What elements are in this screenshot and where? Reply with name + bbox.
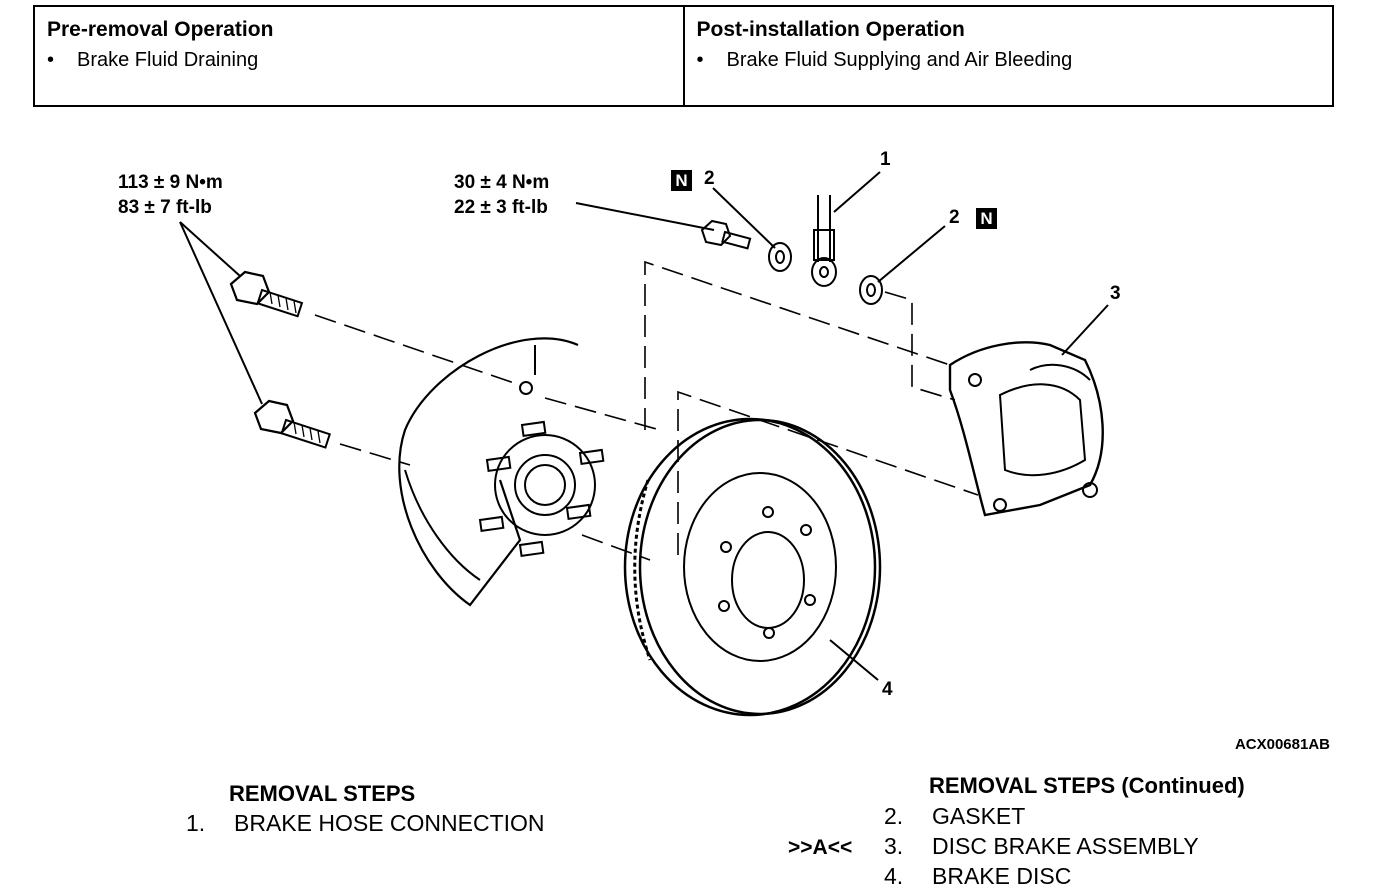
step-number: 3.: [884, 833, 904, 859]
callout-4: 4: [882, 679, 893, 700]
step-label: BRAKE HOSE CONNECTION: [234, 810, 545, 836]
torque-imperial: 22 ± 3 ft-lb: [454, 197, 548, 218]
service-point-mark: >>A<<: [788, 836, 853, 859]
new-part-badge: N: [976, 208, 997, 229]
post-installation-item: • Brake Fluid Supplying and Air Bleeding: [697, 47, 1321, 73]
operations-table: Pre-removal Operation • Brake Fluid Drai…: [33, 5, 1334, 107]
callout-3: 3: [1110, 283, 1121, 304]
torque-imperial: 83 ± 7 ft-lb: [118, 197, 212, 218]
torque-spec-hub-bolts: 113 ± 9 N•m 83 ± 7 ft-lb: [118, 170, 223, 220]
brake-disc: [623, 417, 882, 717]
post-installation-column: Post-installation Operation • Brake Flui…: [682, 7, 1333, 105]
leader-line: [575, 202, 715, 231]
callout-2: 2: [704, 168, 715, 189]
brake-hose: [811, 195, 837, 287]
gasket-right: [859, 275, 883, 305]
pre-removal-item-label: Brake Fluid Draining: [77, 49, 259, 71]
new-part-badge: N: [671, 170, 692, 191]
pre-removal-column: Pre-removal Operation • Brake Fluid Drai…: [35, 7, 683, 105]
removal-step-row: 3. DISC BRAKE ASSEMBLY: [884, 831, 1199, 861]
callout-2: 2: [949, 207, 960, 228]
step-label: GASKET: [932, 803, 1026, 829]
leader-line: [179, 221, 263, 405]
step-number: 2.: [884, 803, 904, 829]
hub-bolt-upper: [229, 270, 304, 318]
bullet-icon: •: [696, 49, 704, 71]
leader-line: [179, 221, 241, 277]
disc-brake-assembly: [948, 341, 1104, 517]
dust-shield-hub: [398, 337, 605, 607]
callout-1: 1: [880, 149, 891, 170]
torque-spec-union-bolt: 30 ± 4 N•m 22 ± 3 ft-lb: [454, 170, 549, 220]
pre-removal-heading: Pre-removal Operation: [47, 18, 274, 41]
pre-removal-item: • Brake Fluid Draining: [47, 47, 671, 73]
post-installation-heading: Post-installation Operation: [696, 18, 965, 41]
step-number: 1.: [186, 810, 206, 836]
removal-step-row: 2. GASKET: [884, 801, 1025, 831]
hub-bolt-lower: [253, 399, 332, 449]
removal-steps-heading: REMOVAL STEPS: [229, 781, 416, 806]
gasket-left: [768, 242, 792, 272]
torque-metric: 30 ± 4 N•m: [454, 172, 550, 193]
step-label: BRAKE DISC: [932, 863, 1072, 889]
figure-reference-code: ACX00681AB: [1234, 736, 1330, 753]
bullet-icon: •: [47, 49, 55, 71]
post-installation-item-label: Brake Fluid Supplying and Air Bleeding: [726, 49, 1073, 71]
step-number: 4.: [884, 863, 904, 889]
removal-steps-continued-heading: REMOVAL STEPS (Continued): [929, 773, 1245, 798]
removal-step-row: 1. BRAKE HOSE CONNECTION: [186, 808, 545, 838]
removal-step-row: 4. BRAKE DISC: [884, 861, 1071, 891]
torque-metric: 113 ± 9 N•m: [118, 172, 223, 193]
union-bolt: [700, 219, 752, 250]
step-label: DISC BRAKE ASSEMBLY: [932, 833, 1199, 859]
